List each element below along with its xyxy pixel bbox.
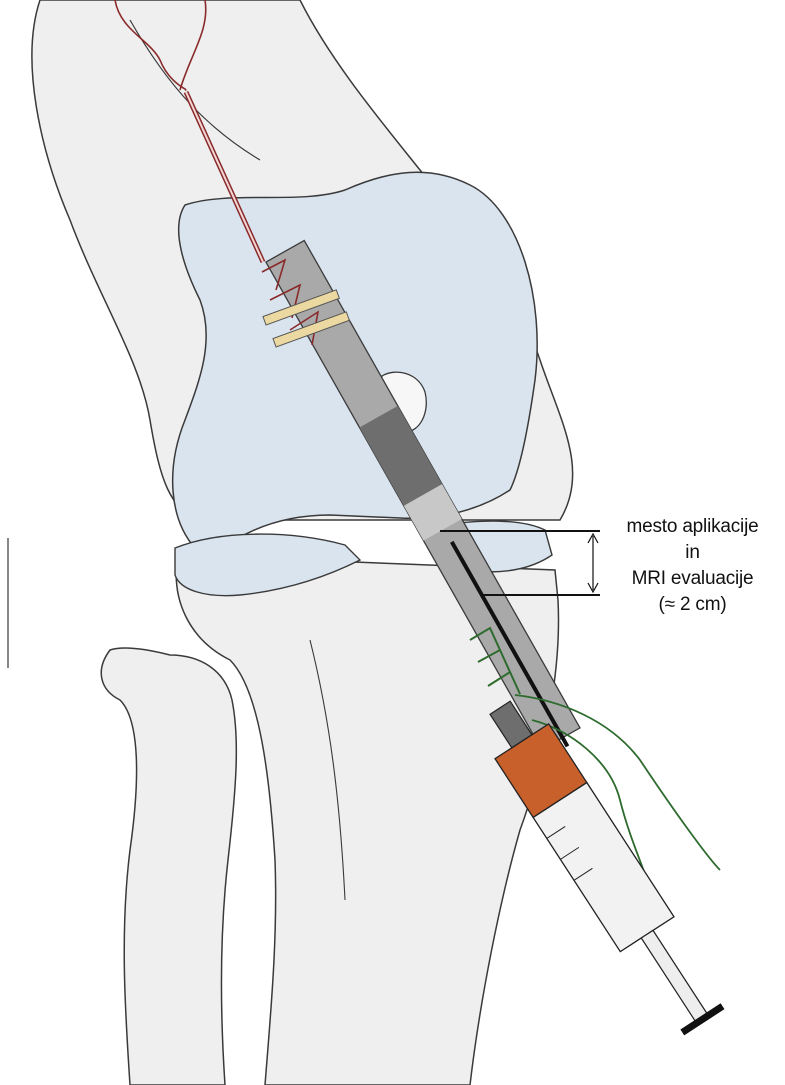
application-site-annotation: mesto aplikacije in MRI evaluacije (≈ 2 … (600, 514, 785, 618)
annotation-line-1: mesto aplikacije (600, 514, 785, 540)
annotation-line-3: MRI evaluacije (600, 566, 785, 592)
syringe (473, 690, 731, 1039)
annotation-line-2: in (600, 540, 785, 566)
fibula-bone (101, 648, 236, 1085)
annotation-line-4: (≈ 2 cm) (600, 592, 785, 618)
